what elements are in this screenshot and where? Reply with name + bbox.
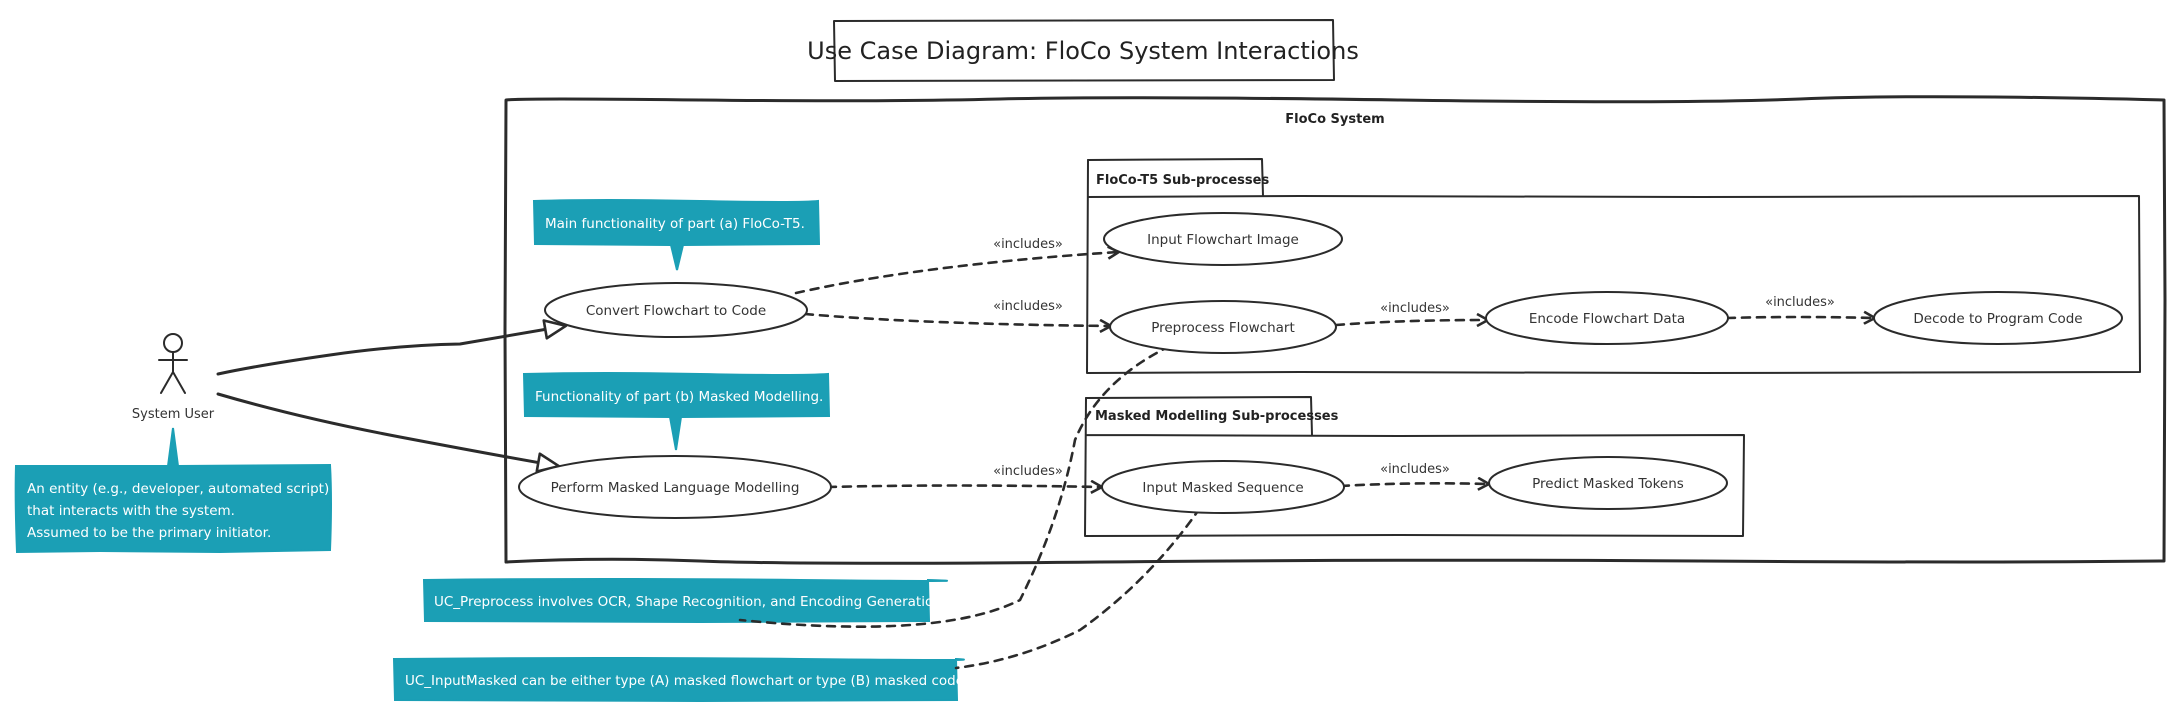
floco-t5-package: FloCo-T5 Sub-processes bbox=[1086, 158, 2141, 374]
note-main-a-text: Main functionality of part (a) FloCo-T5. bbox=[545, 216, 805, 232]
note-actor: An entity (e.g., developer, automated sc… bbox=[14, 427, 332, 554]
use-case-preprocess: Preprocess Flowchart bbox=[1109, 300, 1337, 354]
actor-system-user: System User bbox=[132, 333, 215, 422]
use-case-masked-lm-label: Perform Masked Language Modelling bbox=[551, 480, 800, 496]
use-case-preprocess-label: Preprocess Flowchart bbox=[1151, 320, 1295, 336]
note-link-input-masked bbox=[954, 506, 1202, 670]
system-label: FloCo System bbox=[1285, 112, 1384, 127]
assoc-user-convert bbox=[216, 319, 568, 376]
include-preprocess-encode bbox=[1334, 320, 1487, 325]
include-label-6: «includes» bbox=[1380, 462, 1450, 477]
use-case-encode-label: Encode Flowchart Data bbox=[1529, 311, 1685, 327]
use-case-convert-label: Convert Flowchart to Code bbox=[586, 303, 766, 319]
use-case-decode: Decode to Program Code bbox=[1873, 291, 2123, 345]
use-case-input-masked-label: Input Masked Sequence bbox=[1142, 480, 1303, 496]
include-label-4: «includes» bbox=[1765, 295, 1835, 310]
include-label-5: «includes» bbox=[993, 464, 1063, 479]
note-preprocess-text: UC_Preprocess involves OCR, Shape Recogn… bbox=[434, 594, 946, 610]
use-case-decode-label: Decode to Program Code bbox=[1913, 311, 2082, 327]
note-input-masked-text: UC_InputMasked can be either type (A) ma… bbox=[405, 673, 968, 689]
package-floco-t5-label: FloCo-T5 Sub-processes bbox=[1096, 173, 1269, 188]
note-part-b: Functionality of part (b) Masked Modelli… bbox=[522, 372, 831, 451]
assoc-user-masked bbox=[216, 392, 561, 473]
include-input-masked-predict bbox=[1339, 483, 1488, 486]
note-link-preprocess bbox=[738, 344, 1172, 628]
use-case-predict: Predict Masked Tokens bbox=[1488, 456, 1728, 510]
note-input-masked: UC_InputMasked can be either type (A) ma… bbox=[392, 657, 968, 703]
include-masked-input-masked bbox=[826, 486, 1101, 488]
diagram-title: Use Case Diagram: FloCo System Interacti… bbox=[807, 37, 1359, 65]
use-case-input-image: Input Flowchart Image bbox=[1103, 212, 1343, 266]
include-convert-input-image bbox=[794, 252, 1118, 295]
note-preprocess: UC_Preprocess involves OCR, Shape Recogn… bbox=[422, 578, 949, 624]
note-actor-line-3: Assumed to be the primary initiator. bbox=[27, 525, 271, 541]
use-case-masked-lm: Perform Masked Language Modelling bbox=[518, 455, 832, 519]
include-convert-preprocess bbox=[803, 312, 1110, 326]
use-case-input-image-label: Input Flowchart Image bbox=[1147, 232, 1299, 248]
note-actor-line-1: An entity (e.g., developer, automated sc… bbox=[27, 481, 329, 497]
note-part-b-text: Functionality of part (b) Masked Modelli… bbox=[535, 389, 823, 405]
include-label-1: «includes» bbox=[993, 237, 1063, 252]
include-label-2: «includes» bbox=[993, 299, 1063, 314]
note-actor-line-2: that interacts with the system. bbox=[27, 503, 235, 519]
use-case-encode: Encode Flowchart Data bbox=[1485, 291, 1729, 345]
use-case-predict-label: Predict Masked Tokens bbox=[1532, 476, 1684, 492]
use-case-input-masked: Input Masked Sequence bbox=[1101, 460, 1345, 514]
use-case-convert: Convert Flowchart to Code bbox=[544, 282, 808, 338]
package-masked-label: Masked Modelling Sub-processes bbox=[1095, 409, 1339, 424]
include-label-3: «includes» bbox=[1380, 301, 1450, 316]
system-boundary: FloCo System bbox=[503, 95, 2167, 565]
note-main-a: Main functionality of part (a) FloCo-T5. bbox=[532, 199, 821, 271]
diagram-title-box: Use Case Diagram: FloCo System Interacti… bbox=[807, 19, 1359, 82]
actor-label: System User bbox=[132, 407, 215, 422]
actor-body bbox=[158, 351, 188, 394]
include-encode-decode bbox=[1725, 317, 1874, 318]
masked-modelling-package: Masked Modelling Sub-processes bbox=[1084, 396, 1745, 537]
actor-head bbox=[163, 333, 183, 353]
